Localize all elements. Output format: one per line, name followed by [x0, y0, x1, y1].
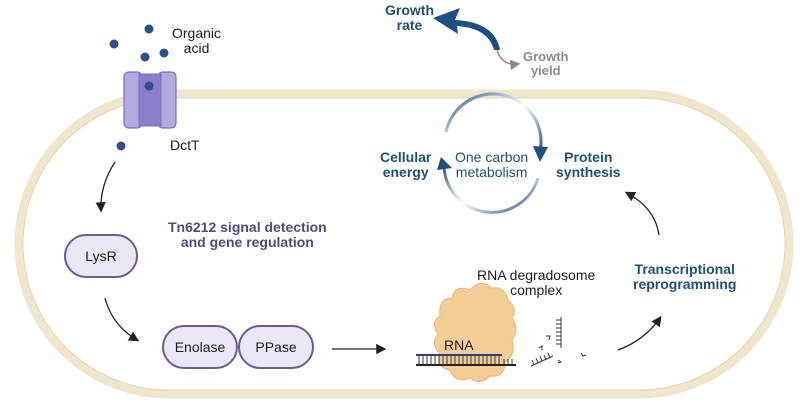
lysr-label: LysR	[85, 248, 117, 264]
one-carbon-line2: metabolism	[455, 164, 528, 181]
cellular-energy-line2: energy	[382, 164, 429, 181]
growth-rate-label: Growth rate	[385, 2, 434, 34]
tn6212-label: Tn6212 signal detection and gene regulat…	[168, 219, 327, 251]
ppase-label: PPase	[255, 339, 297, 355]
growth-yield-line2: yield	[530, 63, 561, 79]
protein-synthesis-label: Protein synthesis	[556, 149, 621, 181]
tn6212-line2: and gene regulation	[180, 234, 314, 251]
enolase-node[interactable]: Enolase	[162, 325, 238, 369]
transcriptional-line2: reprogramming	[633, 276, 737, 293]
arrow-degradation-to-transcription	[617, 315, 662, 351]
rna-degradosome-line1: RNA degradosome	[477, 267, 596, 283]
protein-synthesis-line1: Protein	[564, 149, 613, 165]
transcriptional-line1: Transcriptional	[634, 261, 735, 277]
cell-membrane	[14, 89, 794, 399]
growth-rate-line2: rate	[396, 17, 423, 34]
growth-yield-arrow-icon	[496, 49, 521, 71]
dctt-label: DctT	[170, 137, 200, 153]
dctt-transporter-icon	[123, 71, 177, 129]
ppase-node[interactable]: PPase	[238, 325, 314, 369]
arrow-dctt-to-lysr	[95, 161, 116, 213]
organic-acid-label-line2: acid	[183, 40, 210, 57]
arrow-lysr-to-enolase	[104, 297, 140, 342]
cellular-energy-label: Cellular energy	[380, 149, 432, 181]
tn6212-line1: Tn6212 signal detection	[168, 219, 327, 235]
rna-strand-icon	[416, 354, 516, 366]
one-carbon-label: One carbon metabolism	[455, 149, 529, 181]
rna-degradosome-line2: complex	[510, 282, 563, 299]
growth-yield-line1: Growth	[523, 49, 569, 64]
cell-membrane-inner	[22, 97, 786, 391]
rna-fragments-icon	[530, 317, 587, 367]
lysr-node[interactable]: LysR	[64, 234, 138, 278]
arrow-transcription-to-protein	[624, 191, 660, 236]
organic-acid-label-line1: Organic	[172, 25, 222, 41]
rna-label: RNA	[444, 337, 474, 353]
growth-rate-line1: Growth	[385, 2, 434, 18]
growth-yield-label: Growth yield	[523, 49, 569, 79]
one-carbon-line1: One carbon	[455, 149, 529, 165]
organic-acid-molecules-icon	[109, 24, 169, 151]
enolase-label: Enolase	[174, 339, 226, 355]
organic-acid-label: Organic acid	[172, 25, 222, 57]
cellular-energy-line1: Cellular	[380, 149, 432, 165]
one-carbon-cycle-icon	[437, 92, 548, 214]
growth-rate-arrow-icon	[433, 8, 500, 50]
rna-degradosome-label: RNA degradosome complex	[477, 267, 596, 299]
transcriptional-reprogramming-label: Transcriptional reprogramming	[633, 261, 737, 293]
protein-synthesis-line2: synthesis	[556, 164, 621, 181]
